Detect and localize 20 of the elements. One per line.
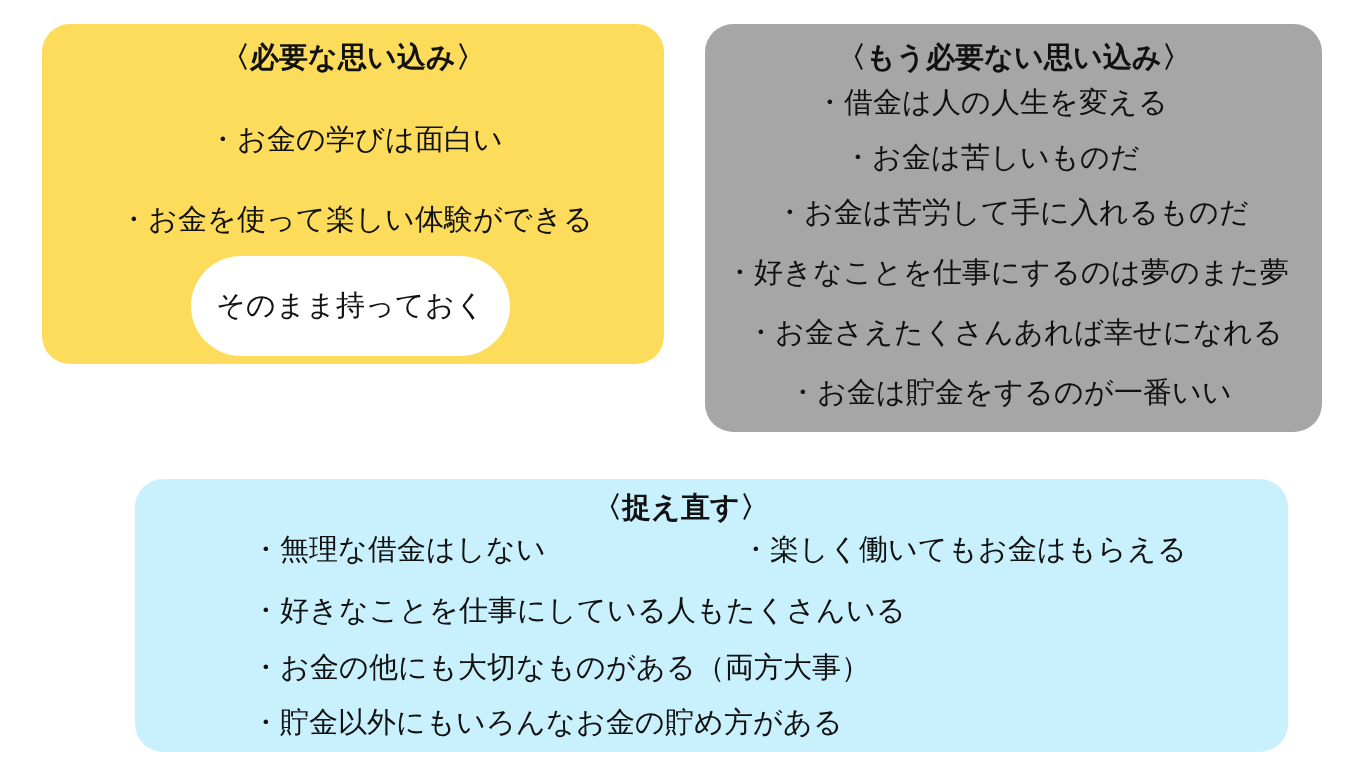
category-panel — [42, 24, 664, 364]
action-pill: そのまま持っておく — [191, 256, 510, 356]
bullet-item: ・お金は苦労して手に入れるものだ — [775, 194, 1249, 230]
bullet-item: ・お金は貯金をするのが一番いい — [788, 374, 1232, 410]
bullet-item: ・お金を使って楽しい体験ができる — [119, 201, 593, 237]
panel-heading: 〈もう必要ない思い込み〉 — [837, 39, 1191, 75]
bullet-item: ・好きなことを仕事にするのは夢のまた夢 — [725, 254, 1289, 290]
bullet-item: ・お金さえたくさんあれば幸せになれる — [745, 314, 1283, 350]
category-panel — [705, 24, 1322, 432]
bullet-item: ・お金の学びは面白い — [207, 121, 503, 157]
bullet-item: ・お金は苦しいものだ — [842, 139, 1140, 175]
bullet-item: ・好きなことを仕事にしている人もたくさんいる — [251, 592, 906, 628]
bullet-item: ・貯金以外にもいろんなお金の貯め方がある — [251, 704, 843, 740]
category-panel — [135, 479, 1288, 752]
bullet-item: ・楽しく働いてもお金はもらえる — [741, 531, 1187, 567]
bullet-item: ・お金の他にも大切なものがある（両方大事） — [251, 649, 870, 685]
bullet-item: ・借金は人の人生を変える — [814, 84, 1168, 120]
panel-heading: 〈必要な思い込み〉 — [221, 39, 485, 75]
panel-heading: 〈捉え直す〉 — [593, 489, 769, 525]
bullet-item: ・無理な借金はしない — [251, 531, 546, 567]
